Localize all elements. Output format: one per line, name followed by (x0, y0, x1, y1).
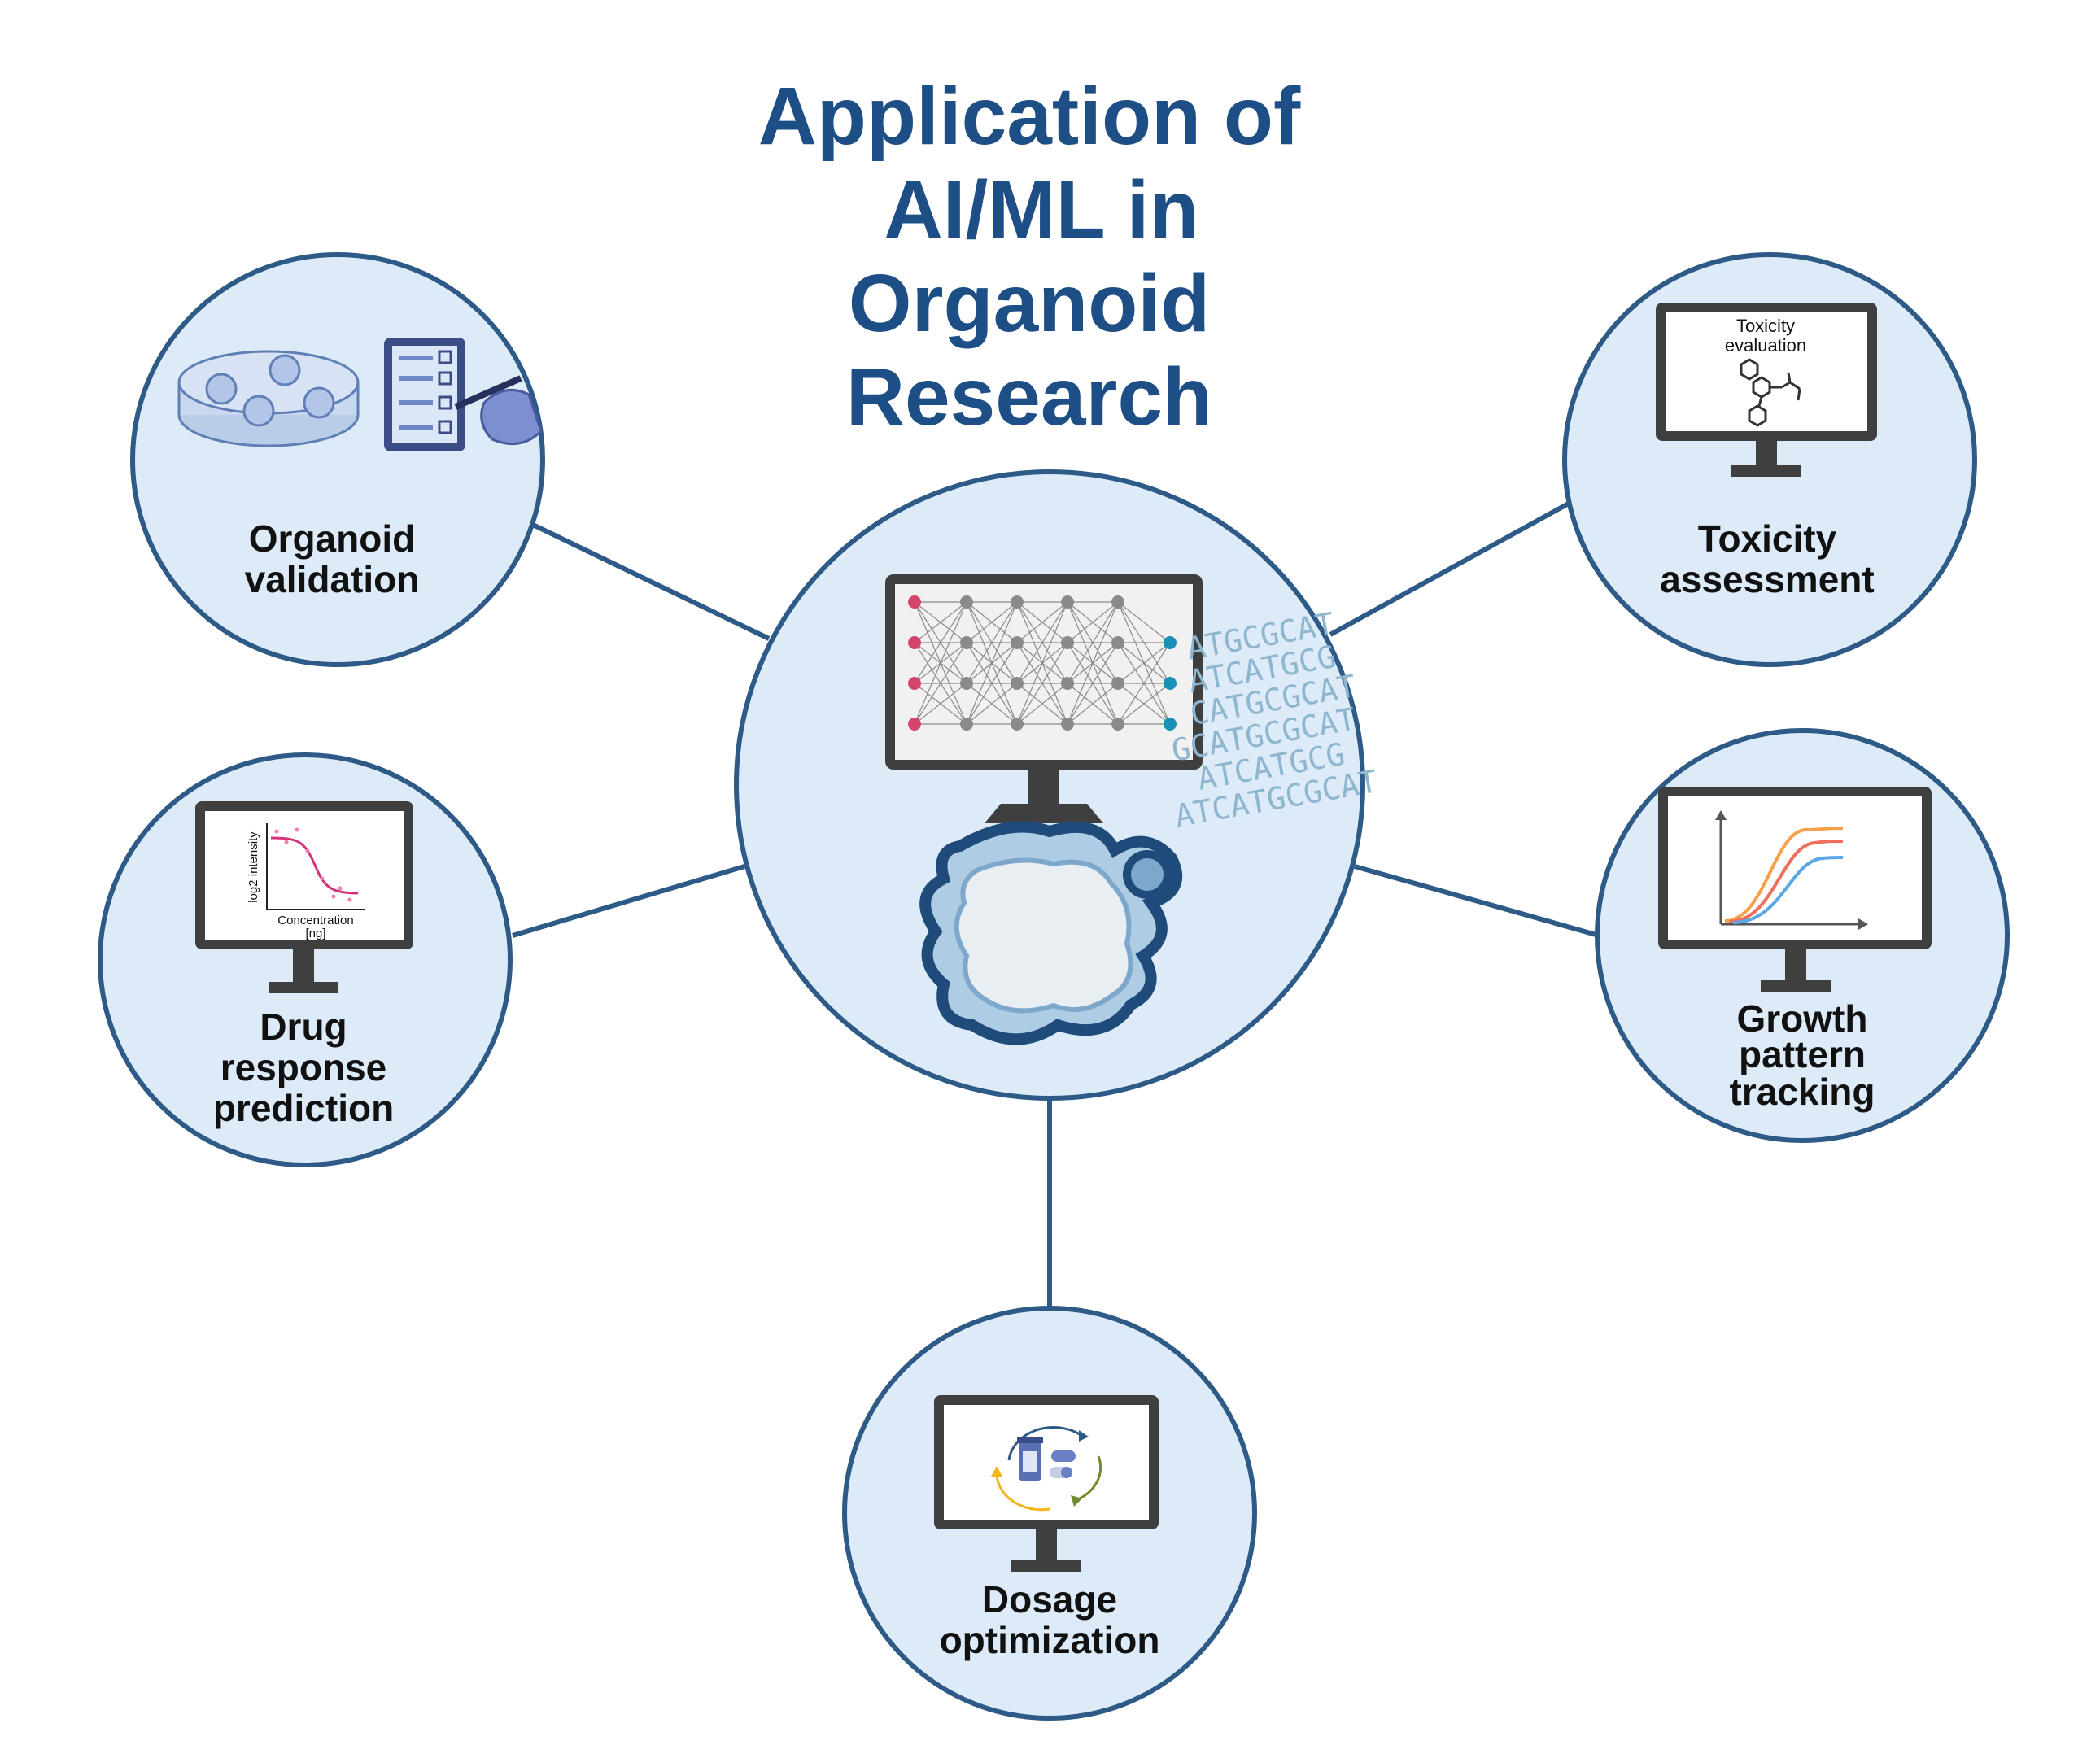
network-node (1061, 636, 1074, 649)
network-node (908, 718, 921, 731)
network-edge (1016, 642, 1068, 725)
network-node (1011, 677, 1024, 690)
network-edge (1067, 642, 1119, 725)
network-edge (1016, 601, 1068, 684)
network-edge (1117, 642, 1171, 725)
drug-chart-xlabel-2: [ng] (305, 927, 325, 940)
network-edge (1067, 683, 1119, 725)
network-edge (1067, 601, 1119, 725)
network-node (1111, 677, 1124, 690)
validation-illustration (177, 338, 543, 451)
toxicity-screen-text-2: evaluation (1725, 335, 1806, 356)
connectors (512, 498, 1600, 1314)
capsule-icon (1050, 1450, 1076, 1478)
network-node (1011, 636, 1024, 649)
title-line-3: Organoid (849, 258, 1210, 349)
network-edge (914, 683, 967, 725)
network-node (960, 677, 973, 690)
validation-label-2: validation (245, 558, 420, 600)
writing-hand-icon (454, 375, 543, 446)
growth-monitor-icon (1658, 787, 1932, 992)
connector-growth (1354, 864, 1600, 938)
connector-drug (512, 864, 745, 938)
network-edge (1117, 642, 1171, 684)
network-edge (966, 601, 1018, 725)
network-edge (914, 601, 967, 725)
network-node (1111, 718, 1124, 731)
growth-label-3: tracking (1730, 1071, 1875, 1113)
pill-bottle-icon (1017, 1437, 1043, 1481)
network-edge (966, 601, 1018, 643)
network-node (1011, 718, 1024, 731)
network-edge (1117, 683, 1171, 725)
network-edge (1067, 601, 1119, 643)
network-node (1061, 677, 1074, 690)
dna-sequence-text: ATGCGCAT ATCATGCG CATGCGCAT GCATGCGCAT A… (1169, 606, 1381, 835)
network-node (1011, 595, 1024, 609)
dosage-label-2: optimization (940, 1619, 1160, 1661)
network-edge (1016, 601, 1068, 725)
circle-validation (130, 252, 545, 667)
network-edge (914, 642, 967, 725)
network-edge (914, 601, 967, 684)
network-node (908, 677, 921, 690)
network-edge (966, 642, 1018, 725)
network-edge (966, 601, 1018, 684)
network-node (908, 636, 921, 649)
network-node (1111, 595, 1124, 609)
network-node (1164, 718, 1177, 731)
dosage-cycle-icon (991, 1426, 1102, 1512)
toxicity-screen-text-1: Toxicity (1736, 316, 1795, 336)
drug-chart-ylabel: log2 intensity (247, 831, 260, 903)
drug-label-2: response (220, 1046, 387, 1088)
growth-label-2: pattern (1739, 1033, 1866, 1075)
drug-label-3: prediction (213, 1087, 394, 1129)
network-node (908, 595, 921, 609)
growth-curves-chart (1715, 810, 1868, 930)
title-line-2: AI/ML in (884, 164, 1198, 255)
connector-validation (531, 522, 771, 641)
network-edge (1067, 601, 1119, 684)
drug-monitor-icon (195, 801, 413, 993)
toxicity-monitor-icon (1656, 303, 1877, 477)
dose-response-chart (266, 823, 365, 910)
network-node (960, 718, 973, 731)
title-line-4: Research (846, 351, 1212, 443)
petri-dish-icon (177, 350, 360, 447)
neural-network-icon (908, 595, 1177, 731)
growth-label-1: Growth (1737, 997, 1868, 1040)
dosage-label-1: Dosage (982, 1578, 1117, 1621)
network-node (960, 595, 973, 609)
diagram-title: Application of AI/ML in Organoid Researc… (758, 71, 1301, 443)
network-edge (1016, 683, 1068, 725)
network-node (1164, 677, 1177, 690)
network-node (1111, 636, 1124, 649)
toxicity-label-1: Toxicity (1698, 517, 1837, 560)
organoid-icon (919, 821, 1183, 1045)
network-node (1061, 595, 1074, 609)
network-node (1164, 636, 1177, 649)
title-line-1: Application of (758, 71, 1301, 162)
network-node (960, 636, 973, 649)
molecule-icon (1740, 358, 1801, 427)
dosage-monitor-icon (934, 1395, 1159, 1572)
checklist-icon (384, 338, 465, 451)
validation-label-1: Organoid (249, 517, 415, 560)
drug-chart-xlabel-1: Concentration (277, 914, 353, 927)
network-edge (1016, 601, 1068, 643)
network-edge (1117, 601, 1171, 643)
network-node (1061, 718, 1074, 731)
toxicity-label-2: assessment (1660, 558, 1874, 600)
connector-toxicity (1329, 498, 1576, 637)
drug-label-1: Drug (260, 1006, 347, 1048)
network-edge (914, 601, 967, 643)
network-edge (966, 683, 1018, 725)
